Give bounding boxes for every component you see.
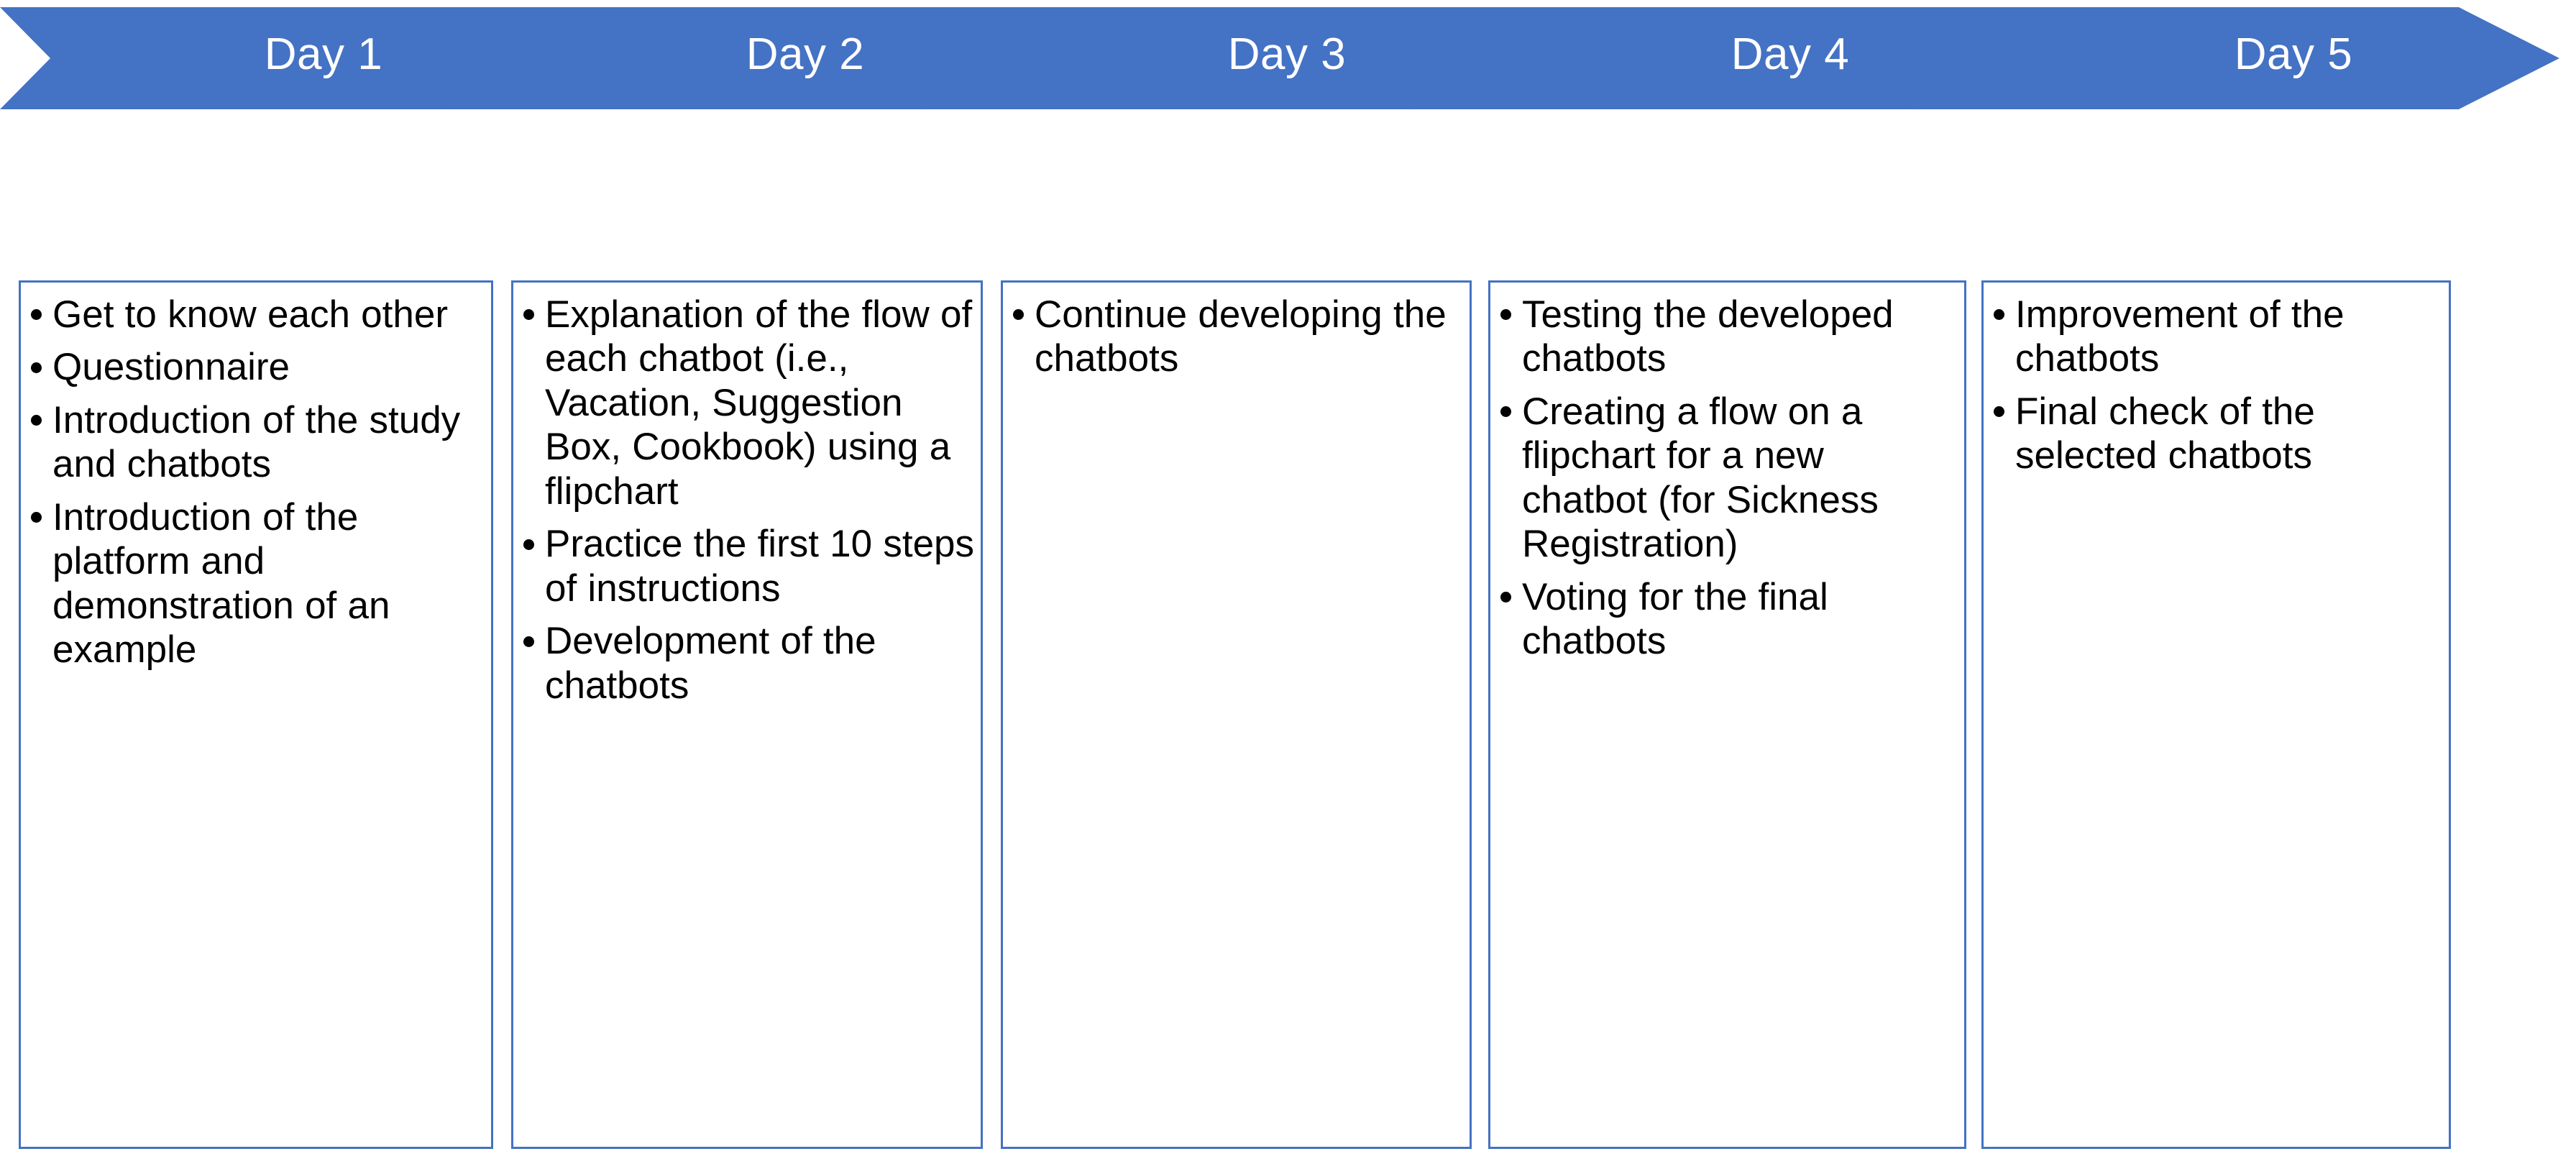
stage-box-day-2[interactable]: Explanation of the flow of each chatbot … <box>511 280 983 1149</box>
bullet-list-day-5: Improvement of the chatbots Final check … <box>1991 293 2443 478</box>
bullet-dot-icon <box>523 636 534 647</box>
list-item-text: Introduction of the platform and demonst… <box>52 495 390 672</box>
list-item-text: Final check of the selected chatbots <box>2015 390 2315 477</box>
list-item: Continue developing the chatbots <box>1010 293 1464 381</box>
list-item: Final check of the selected chatbots <box>1991 390 2443 478</box>
list-item-text: Continue developing the chatbots <box>1035 293 1447 380</box>
chevron-shapes <box>0 7 2559 109</box>
bullet-dot-icon <box>31 362 42 373</box>
stage-box-day-5-content: Improvement of the chatbots Final check … <box>1984 283 2449 485</box>
list-item-text: Creating a flow on a flipchart for a new… <box>1522 390 1879 566</box>
list-item: Testing the developed chatbots <box>1498 293 1958 381</box>
list-item: Introduction of the study and chatbots <box>28 398 485 487</box>
bullet-dot-icon <box>31 309 42 321</box>
list-item: Voting for the final chatbots <box>1498 575 1958 664</box>
list-item-text: Voting for the final chatbots <box>1522 575 1828 663</box>
stage-box-day-2-content: Explanation of the flow of each chatbot … <box>513 283 981 715</box>
bullet-dot-icon <box>31 512 42 523</box>
stage-details-row: Get to know each other Questionnaire Int… <box>0 280 2576 1150</box>
list-item-text: Improvement of the chatbots <box>2015 293 2344 380</box>
list-item-text: Explanation of the flow of each chatbot … <box>545 293 973 513</box>
bullet-dot-icon <box>1500 309 1511 321</box>
list-item: Practice the first 10 steps of instructi… <box>521 522 975 610</box>
bullet-dot-icon <box>1994 309 2004 321</box>
list-item: Explanation of the flow of each chatbot … <box>521 293 975 513</box>
chevron-label-day-2: Day 2 <box>746 29 865 79</box>
list-item: Improvement of the chatbots <box>1991 293 2443 381</box>
list-item-text: Testing the developed chatbots <box>1522 293 1894 380</box>
list-item-text: Introduction of the study and chatbots <box>52 398 461 486</box>
bullet-dot-icon <box>523 309 534 321</box>
bullet-list-day-1: Get to know each other Questionnaire Int… <box>28 293 485 672</box>
bullet-dot-icon <box>523 539 534 550</box>
chevron-shape-day-1[interactable] <box>0 7 633 109</box>
list-item-text: Practice the first 10 steps of instructi… <box>545 523 975 610</box>
stage-box-day-1[interactable]: Get to know each other Questionnaire Int… <box>19 280 493 1149</box>
chevron-label-day-3: Day 3 <box>1227 29 1347 79</box>
bullet-dot-icon <box>31 415 42 426</box>
list-item: Development of the chatbots <box>521 619 975 707</box>
bullet-dot-icon <box>1013 309 1024 321</box>
bullet-dot-icon <box>1500 592 1511 603</box>
list-item-text: Questionnaire <box>52 346 290 389</box>
chevron-banner: Day 1 Day 2 Day 3 Day 4 Day 5 <box>0 0 2576 119</box>
list-item-text: Development of the chatbots <box>545 620 876 707</box>
bullet-dot-icon <box>1994 406 2004 418</box>
stage-box-day-4-content: Testing the developed chatbots Creating … <box>1490 283 1964 671</box>
list-item: Creating a flow on a flipchart for a new… <box>1498 390 1958 567</box>
chevron-label-day-1: Day 1 <box>264 29 383 79</box>
list-item-text: Get to know each other <box>52 293 448 336</box>
list-item: Questionnaire <box>28 345 485 389</box>
chevron-shape-day-4[interactable] <box>1401 7 2099 109</box>
chevron-label-day-4: Day 4 <box>1731 29 1850 79</box>
chevron-label-day-5: Day 5 <box>2234 29 2353 79</box>
stage-box-day-1-content: Get to know each other Questionnaire Int… <box>21 283 491 679</box>
list-item: Introduction of the platform and demonst… <box>28 495 485 672</box>
chevron-shape-day-5[interactable] <box>1904 7 2559 109</box>
list-item: Get to know each other <box>28 293 485 336</box>
bullet-dot-icon <box>1500 406 1511 418</box>
stage-box-day-5[interactable]: Improvement of the chatbots Final check … <box>1981 280 2451 1149</box>
stage-box-day-3[interactable]: Continue developing the chatbots <box>1001 280 1472 1149</box>
chevron-shape-day-2[interactable] <box>437 7 1114 109</box>
bullet-list-day-4: Testing the developed chatbots Creating … <box>1498 293 1958 664</box>
chevron-shape-day-3[interactable] <box>919 7 1596 109</box>
stage-box-day-4[interactable]: Testing the developed chatbots Creating … <box>1488 280 1966 1149</box>
bullet-list-day-3: Continue developing the chatbots <box>1010 293 1464 381</box>
bullet-list-day-2: Explanation of the flow of each chatbot … <box>521 293 975 707</box>
stage-box-day-3-content: Continue developing the chatbots <box>1003 283 1470 388</box>
